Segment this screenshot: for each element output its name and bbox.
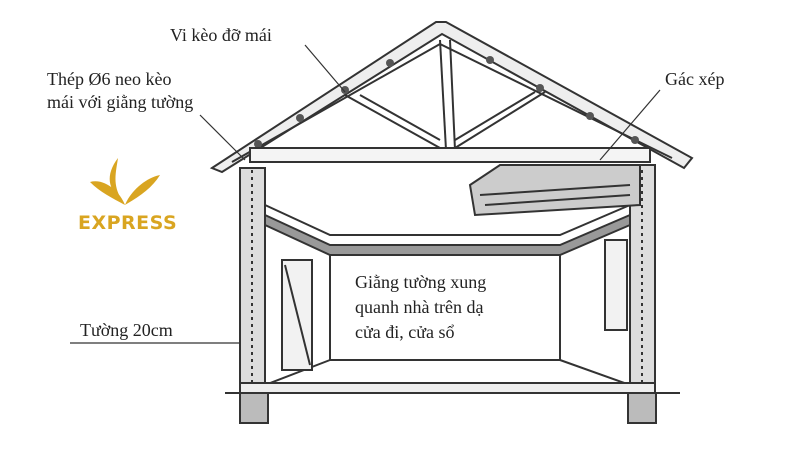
loft-label: Gác xép: [665, 69, 725, 89]
ceiling-beam: [249, 147, 651, 163]
foundation-left: [239, 392, 269, 424]
tie-band: [264, 213, 631, 256]
steel-anchor-label-line1: Thép Ø6 neo kèo: [47, 69, 172, 89]
truss-strut-left: [344, 94, 441, 149]
truss-strut-right: [454, 91, 546, 149]
purlins: [254, 56, 639, 148]
wall-label: Tường 20cm: [80, 320, 173, 340]
window: [604, 239, 628, 331]
steel-anchor-label-line2: mái với giằng tường: [47, 92, 194, 112]
king-post: [439, 39, 447, 151]
express-logo-text: EXPRESS: [78, 212, 178, 234]
tie-beam-label-line2: quanh nhà trên dạ: [355, 297, 484, 317]
tie-beam-label-line1: Giằng tường xung: [355, 272, 487, 292]
express-logo-icon: [90, 158, 160, 205]
floor-slab: [239, 382, 656, 394]
foundation-right: [627, 392, 657, 424]
truss-label: Vi kèo đỡ mái: [170, 25, 272, 45]
tie-beam-label-line3: cửa đi, cửa sổ: [355, 322, 455, 342]
